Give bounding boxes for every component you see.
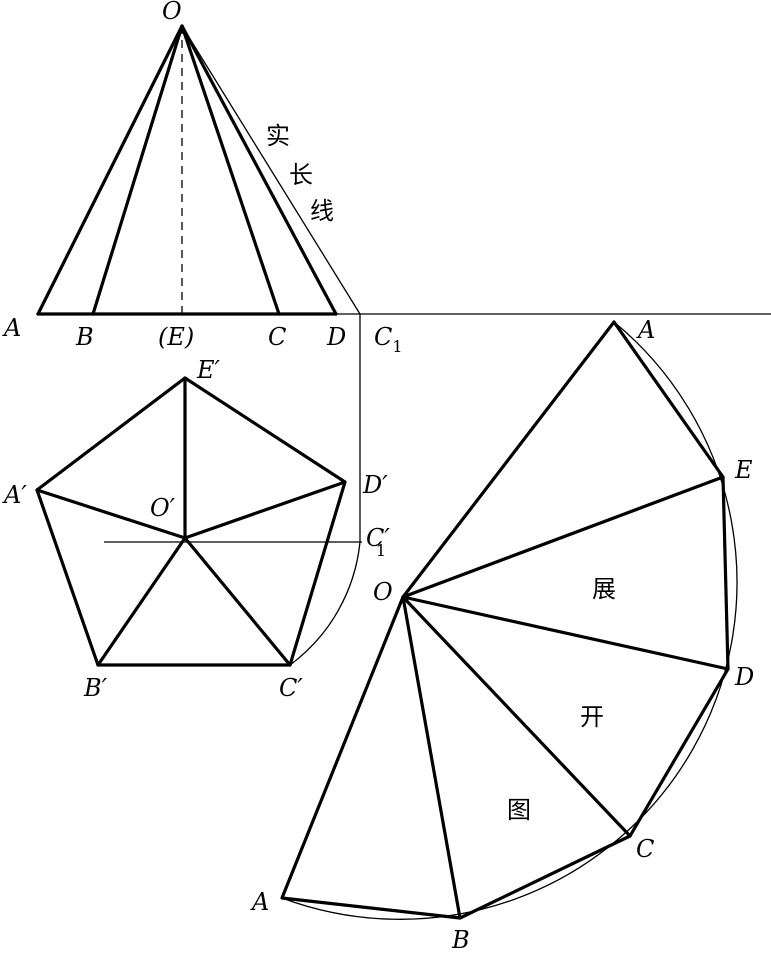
top-edge-ob	[96, 536, 187, 667]
true-length-line	[181, 25, 361, 315]
top-view: E′ D′ A′ O′ C′1 B′ C′	[2, 314, 390, 702]
caption-char-3: 图	[507, 796, 531, 824]
label-dev-b: B	[451, 926, 470, 953]
label-c1: C1	[374, 323, 403, 356]
label-dev-a-bottom: A	[250, 888, 269, 916]
true-length-char-2: 长	[289, 161, 313, 189]
label-front-d: D	[326, 323, 346, 351]
label-top-e: E′	[196, 356, 221, 384]
label-dev-d: D	[734, 663, 754, 691]
label-top-c: C′	[279, 674, 303, 702]
label-top-a: A′	[2, 481, 27, 509]
dev-edge-oe	[401, 475, 725, 599]
label-front-apex: O	[162, 0, 182, 25]
front-view: O A B (E) C D C1 实 长 线	[2, 0, 771, 356]
front-edge-od	[180, 24, 338, 316]
true-length-char-3: 线	[310, 197, 334, 225]
development-view: O A E D C B A 展 开 图	[250, 316, 754, 953]
label-dev-a-top: A	[636, 316, 655, 344]
label-dev-c: C	[636, 835, 654, 863]
label-front-b: B	[75, 323, 94, 351]
rotation-arc	[289, 541, 361, 666]
dev-edge-oc	[401, 595, 632, 838]
top-pentagon	[35, 376, 347, 667]
development-outline	[280, 320, 730, 920]
label-front-c: C	[268, 323, 286, 351]
label-dev-e: E	[734, 456, 753, 484]
caption-char-2: 开	[580, 703, 604, 731]
front-edge-ob	[91, 24, 184, 316]
label-front-a: A	[2, 314, 21, 342]
dev-edge-od	[401, 595, 730, 671]
label-dev-o: O	[373, 578, 393, 606]
label-top-d: D′	[362, 471, 388, 499]
top-edge-oc	[183, 536, 292, 667]
development-arc	[281, 321, 738, 920]
top-edge-od	[183, 480, 347, 540]
front-edge-oc	[180, 24, 281, 316]
dev-edge-ob	[401, 595, 462, 920]
front-edge-oa	[36, 24, 184, 316]
top-edge-oa	[35, 488, 187, 540]
label-c1-prime: C′1	[366, 524, 390, 560]
label-top-o: O′	[150, 494, 176, 522]
true-length-char-1: 实	[266, 122, 290, 150]
caption-char-1: 展	[592, 575, 616, 603]
label-front-e: (E)	[158, 323, 194, 351]
label-top-b: B′	[83, 674, 108, 702]
